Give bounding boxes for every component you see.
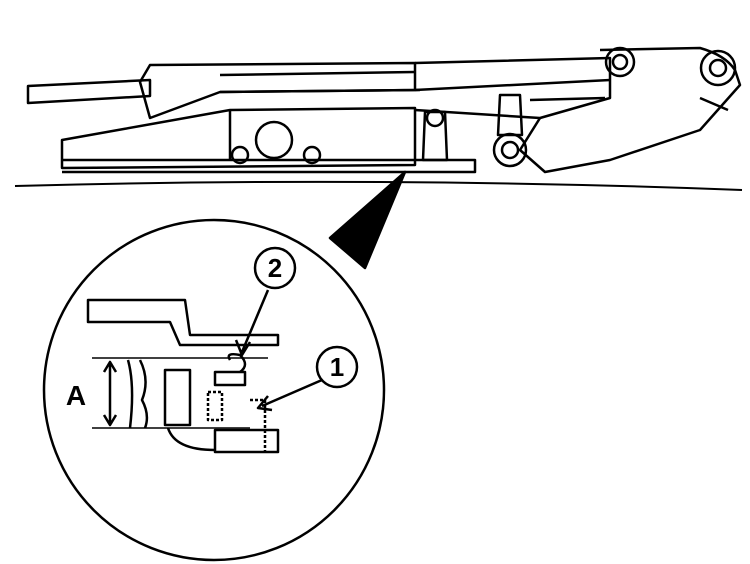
jack-assembly xyxy=(26,46,742,174)
detail-circle xyxy=(42,218,386,562)
leader-1 xyxy=(256,378,323,412)
detail-view xyxy=(86,246,359,454)
dimension-label: A xyxy=(66,380,86,411)
callout-2-label: 2 xyxy=(268,253,282,283)
callout-1-circle xyxy=(315,345,359,389)
ground-line xyxy=(14,180,743,191)
callout-2-circle xyxy=(253,246,297,290)
dimension-arrow xyxy=(102,360,118,427)
callout-1-label: 1 xyxy=(330,352,344,382)
detail-pointer xyxy=(328,170,407,270)
leader-2 xyxy=(234,289,270,357)
